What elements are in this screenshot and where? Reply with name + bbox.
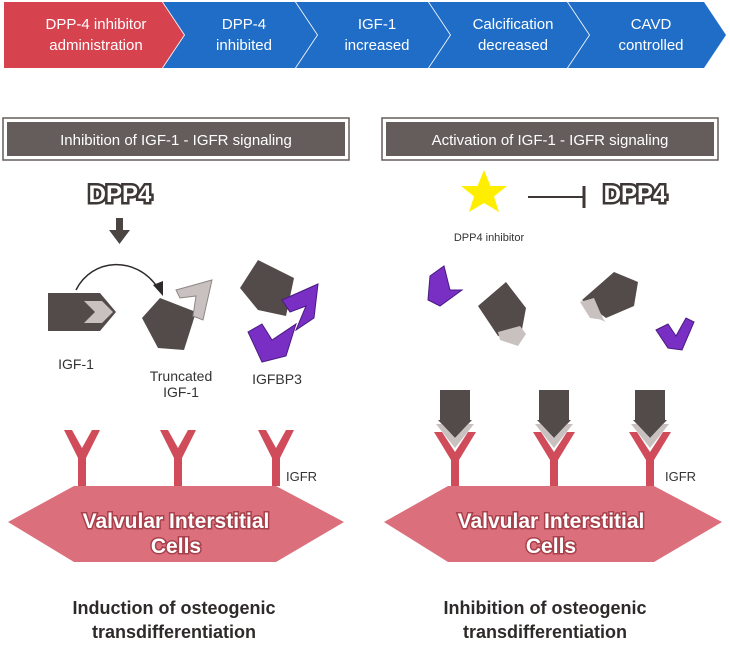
left-cell-line1: Valvular Interstitial [83, 510, 270, 533]
flow-step-4-shape [429, 2, 589, 68]
down-arrow-icon [109, 218, 130, 244]
left-receptor-2 [160, 430, 196, 486]
right-cell-line2: Cells [526, 535, 576, 558]
cleavage-arrowhead-icon [153, 281, 163, 296]
flow-step-2-shape [163, 2, 317, 68]
left-dpp4-label: DPP4 [89, 181, 152, 208]
left-header-title: Inhibition of IGF-1 - IGFR signaling [60, 132, 292, 149]
flow-step-1-line2: administration [49, 37, 142, 54]
left-receptor-3 [258, 430, 294, 486]
free-igf1-left-icon [478, 282, 526, 346]
truncated-label-line1: Truncated [150, 368, 213, 384]
flow-bar: DPP-4 inhibitor administration DPP-4 inh… [4, 2, 726, 68]
truncated-label-line2: IGF-1 [163, 384, 199, 400]
flow-step-1-shape [4, 2, 184, 68]
flow-step-1: DPP-4 inhibitor administration [4, 2, 184, 68]
right-outcome-line1: Inhibition of osteogenic [444, 598, 647, 618]
free-igfbp3-left-icon [427, 265, 464, 307]
right-header: Activation of IGF-1 - IGFR signaling [381, 117, 719, 161]
flow-step-1-line1: DPP-4 inhibitor [46, 16, 147, 33]
left-igfr-label: IGFR [286, 469, 317, 484]
bound-igf1-3-icon [631, 390, 669, 448]
igf1-label: IGF-1 [58, 356, 94, 372]
flow-step-4-line2: decreased [478, 37, 548, 54]
flow-step-3: IGF-1 increased [296, 2, 450, 68]
flow-step-3-shape [296, 2, 450, 68]
igfbp3-label: IGFBP3 [252, 371, 302, 387]
flow-step-5-line2: controlled [618, 37, 683, 54]
right-outcome-line2: transdifferentiation [463, 622, 627, 642]
bound-igf1-1-icon [436, 390, 474, 448]
right-receptor-1 [434, 432, 476, 486]
igf1-molecule-icon [48, 293, 116, 331]
free-igfbp3-right-icon [655, 317, 695, 351]
igf1-igfbp3-complex-icon [240, 260, 319, 363]
right-receptor-2 [533, 432, 575, 486]
flow-step-2-line1: DPP-4 [222, 16, 266, 33]
right-igfr-label: IGFR [665, 469, 696, 484]
left-cell-line2: Cells [151, 535, 201, 558]
flow-step-3-line2: increased [344, 37, 409, 54]
right-receptor-3 [629, 432, 671, 486]
left-receptor-1 [64, 430, 100, 486]
flow-step-4-line1: Calcification [473, 16, 554, 33]
left-outcome-line2: transdifferentiation [92, 622, 256, 642]
left-cell-shape [8, 486, 344, 562]
left-header: Inhibition of IGF-1 - IGFR signaling [2, 117, 350, 161]
right-cell-shape [384, 486, 722, 562]
flow-step-3-line1: IGF-1 [358, 16, 396, 33]
flow-step-5: CAVD controlled [568, 2, 726, 68]
flow-step-2: DPP-4 inhibited [163, 2, 317, 68]
cleaved-fragment-icon [175, 279, 213, 321]
dpp4-inhibitor-label: DPP4 inhibitor [454, 232, 525, 244]
cleavage-arrow-icon [75, 263, 159, 291]
free-igf1-right-icon [580, 272, 638, 322]
left-outcome-line1: Induction of osteogenic [73, 598, 276, 618]
flow-step-5-shape [568, 2, 726, 68]
flow-step-2-line2: inhibited [216, 37, 272, 54]
inhibition-line-icon [528, 186, 586, 208]
right-dpp4-label: DPP4 [604, 181, 667, 208]
right-header-title: Activation of IGF-1 - IGFR signaling [432, 132, 669, 149]
truncated-igf1-icon [142, 298, 196, 350]
right-cell-line1: Valvular Interstitial [458, 510, 645, 533]
star-icon [461, 170, 507, 212]
bound-igf1-2-icon [535, 390, 573, 448]
flow-step-4: Calcification decreased [429, 2, 589, 68]
flow-step-5-line1: CAVD [631, 16, 672, 33]
